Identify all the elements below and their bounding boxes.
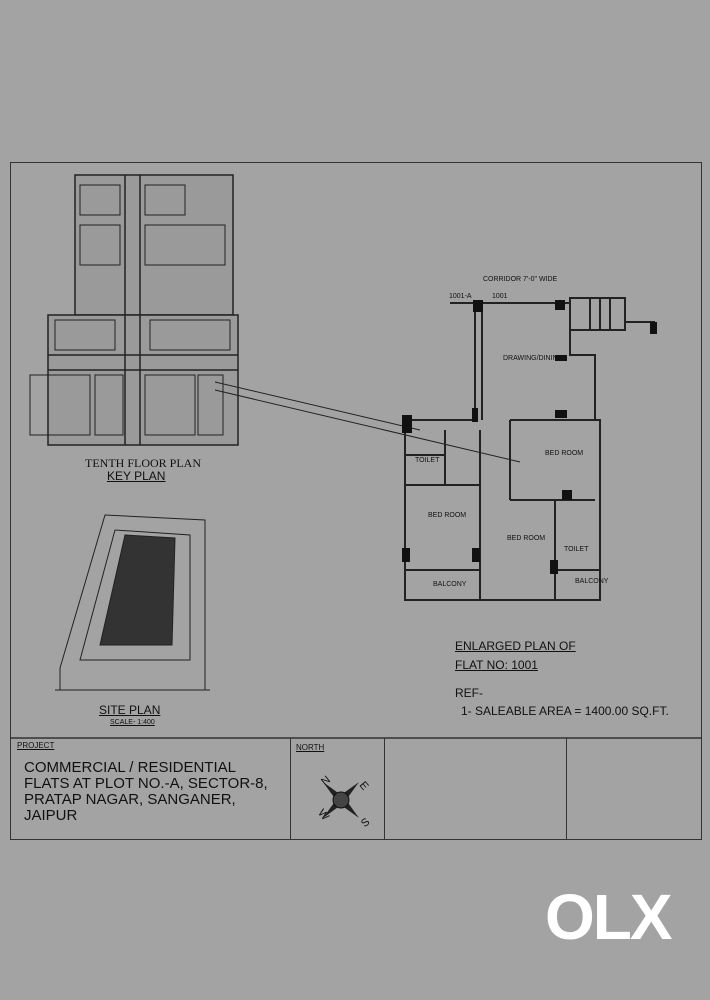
compass-icon bbox=[323, 782, 359, 818]
north-label: NORTH bbox=[296, 743, 325, 752]
project-line: PRATAP NAGAR, SANGANER, bbox=[24, 791, 236, 808]
site-plan-scale: SCALE- 1:400 bbox=[110, 719, 155, 726]
project-description: COMMERCIAL / RESIDENTIAL FLATS AT PLOT N… bbox=[24, 760, 268, 824]
site-plan-drawing bbox=[55, 514, 210, 691]
room-label: TOILET bbox=[564, 546, 589, 553]
room-label: BALCONY bbox=[575, 578, 609, 585]
flat-plan-title-line1: ENLARGED PLAN OF bbox=[455, 639, 576, 653]
room-label: BED ROOM bbox=[545, 450, 584, 457]
project-line: COMMERCIAL / RESIDENTIAL bbox=[24, 759, 236, 776]
project-label: PROJECT bbox=[17, 741, 55, 750]
flat-plan-drawing bbox=[402, 297, 657, 601]
key-plan-title: TENTH FLOOR PLAN bbox=[85, 456, 201, 470]
room-label: DRAWING/DINING bbox=[503, 355, 564, 362]
project-line: FLATS AT PLOT NO.-A, SECTOR-8, bbox=[24, 775, 268, 792]
drawing-sheet bbox=[10, 162, 702, 840]
key-plan-subtitle: KEY PLAN bbox=[107, 469, 166, 483]
corridor-label: CORRIDOR 7'-0" WIDE bbox=[483, 276, 558, 283]
ref-label: REF- bbox=[455, 686, 483, 700]
north-cell bbox=[290, 738, 385, 840]
project-line: JAIPUR bbox=[24, 807, 78, 824]
room-label: TOILET bbox=[415, 457, 440, 464]
door-label-1001a: 1001-A bbox=[449, 293, 472, 300]
room-label: BED ROOM bbox=[507, 535, 546, 542]
blank-cell bbox=[384, 738, 567, 840]
key-plan-drawing bbox=[29, 174, 521, 463]
olx-watermark-logo: OLX bbox=[545, 881, 673, 953]
room-label: BALCONY bbox=[433, 581, 467, 588]
room-label: BED ROOM bbox=[428, 512, 467, 519]
site-plan-title: SITE PLAN bbox=[99, 703, 161, 717]
saleable-area: 1- SALEABLE AREA = 1400.00 SQ.FT. bbox=[461, 704, 669, 718]
door-label-1001: 1001 bbox=[492, 293, 508, 300]
project-cell bbox=[10, 738, 291, 840]
flat-plan-title-line2: FLAT NO: 1001 bbox=[455, 658, 538, 672]
